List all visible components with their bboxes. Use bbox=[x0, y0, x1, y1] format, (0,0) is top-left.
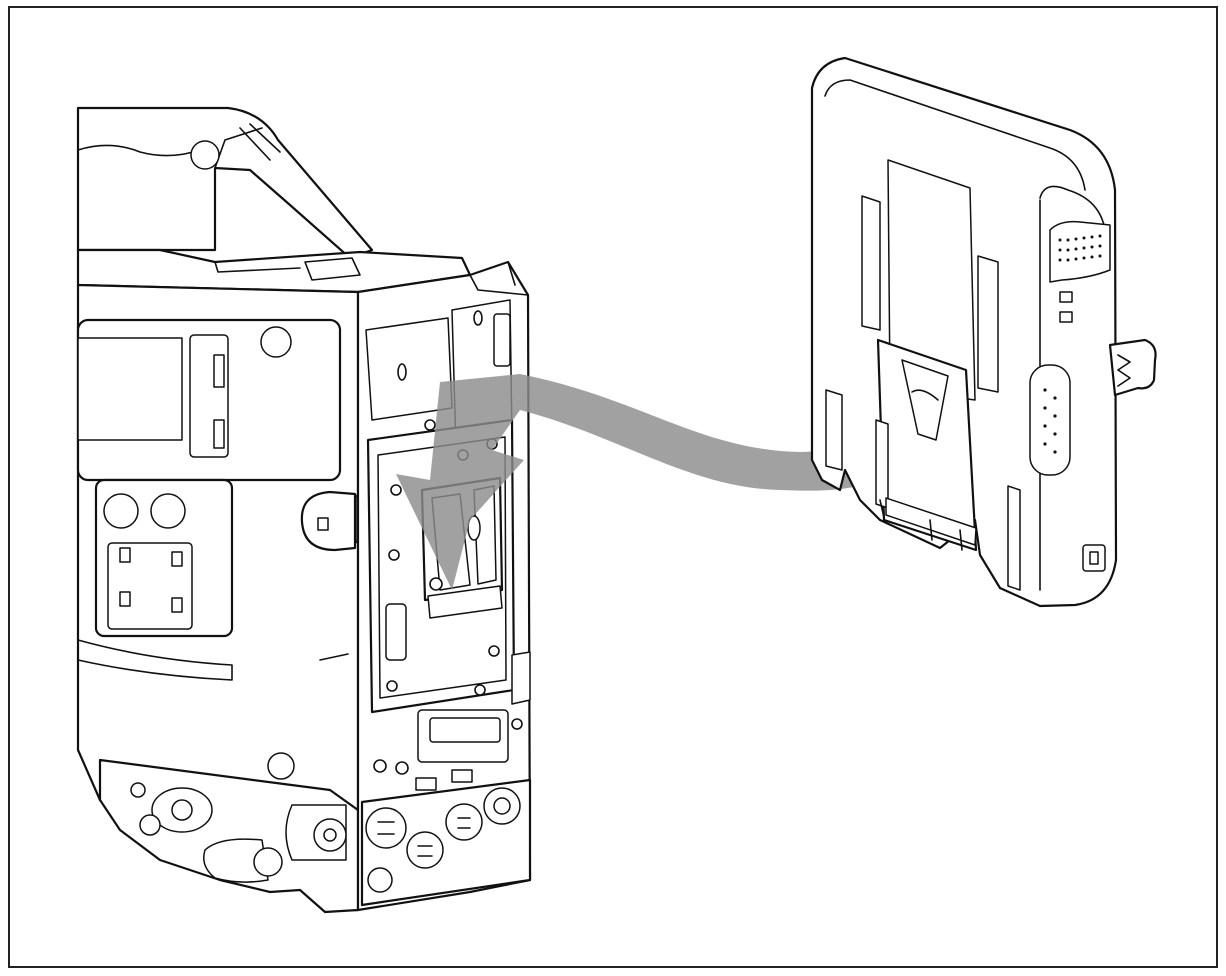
camera-handle bbox=[76, 106, 374, 260]
indicator-lamp-icon bbox=[1059, 291, 1073, 303]
xlr-connector-icon bbox=[445, 803, 483, 841]
xlr-connector-icon bbox=[365, 807, 407, 849]
side-lcd-screen bbox=[77, 337, 183, 441]
adapter-release-latch bbox=[1108, 338, 1157, 397]
xlr-connector-icon bbox=[406, 831, 444, 869]
adapter-vent bbox=[1049, 220, 1111, 283]
side-screw-icon bbox=[260, 326, 292, 358]
handle-screw-icon bbox=[190, 140, 220, 170]
indicator-lamp-icon bbox=[1059, 311, 1073, 323]
adapter-grip-pad bbox=[1029, 364, 1071, 476]
battery-adapter-illustration bbox=[810, 56, 1157, 608]
